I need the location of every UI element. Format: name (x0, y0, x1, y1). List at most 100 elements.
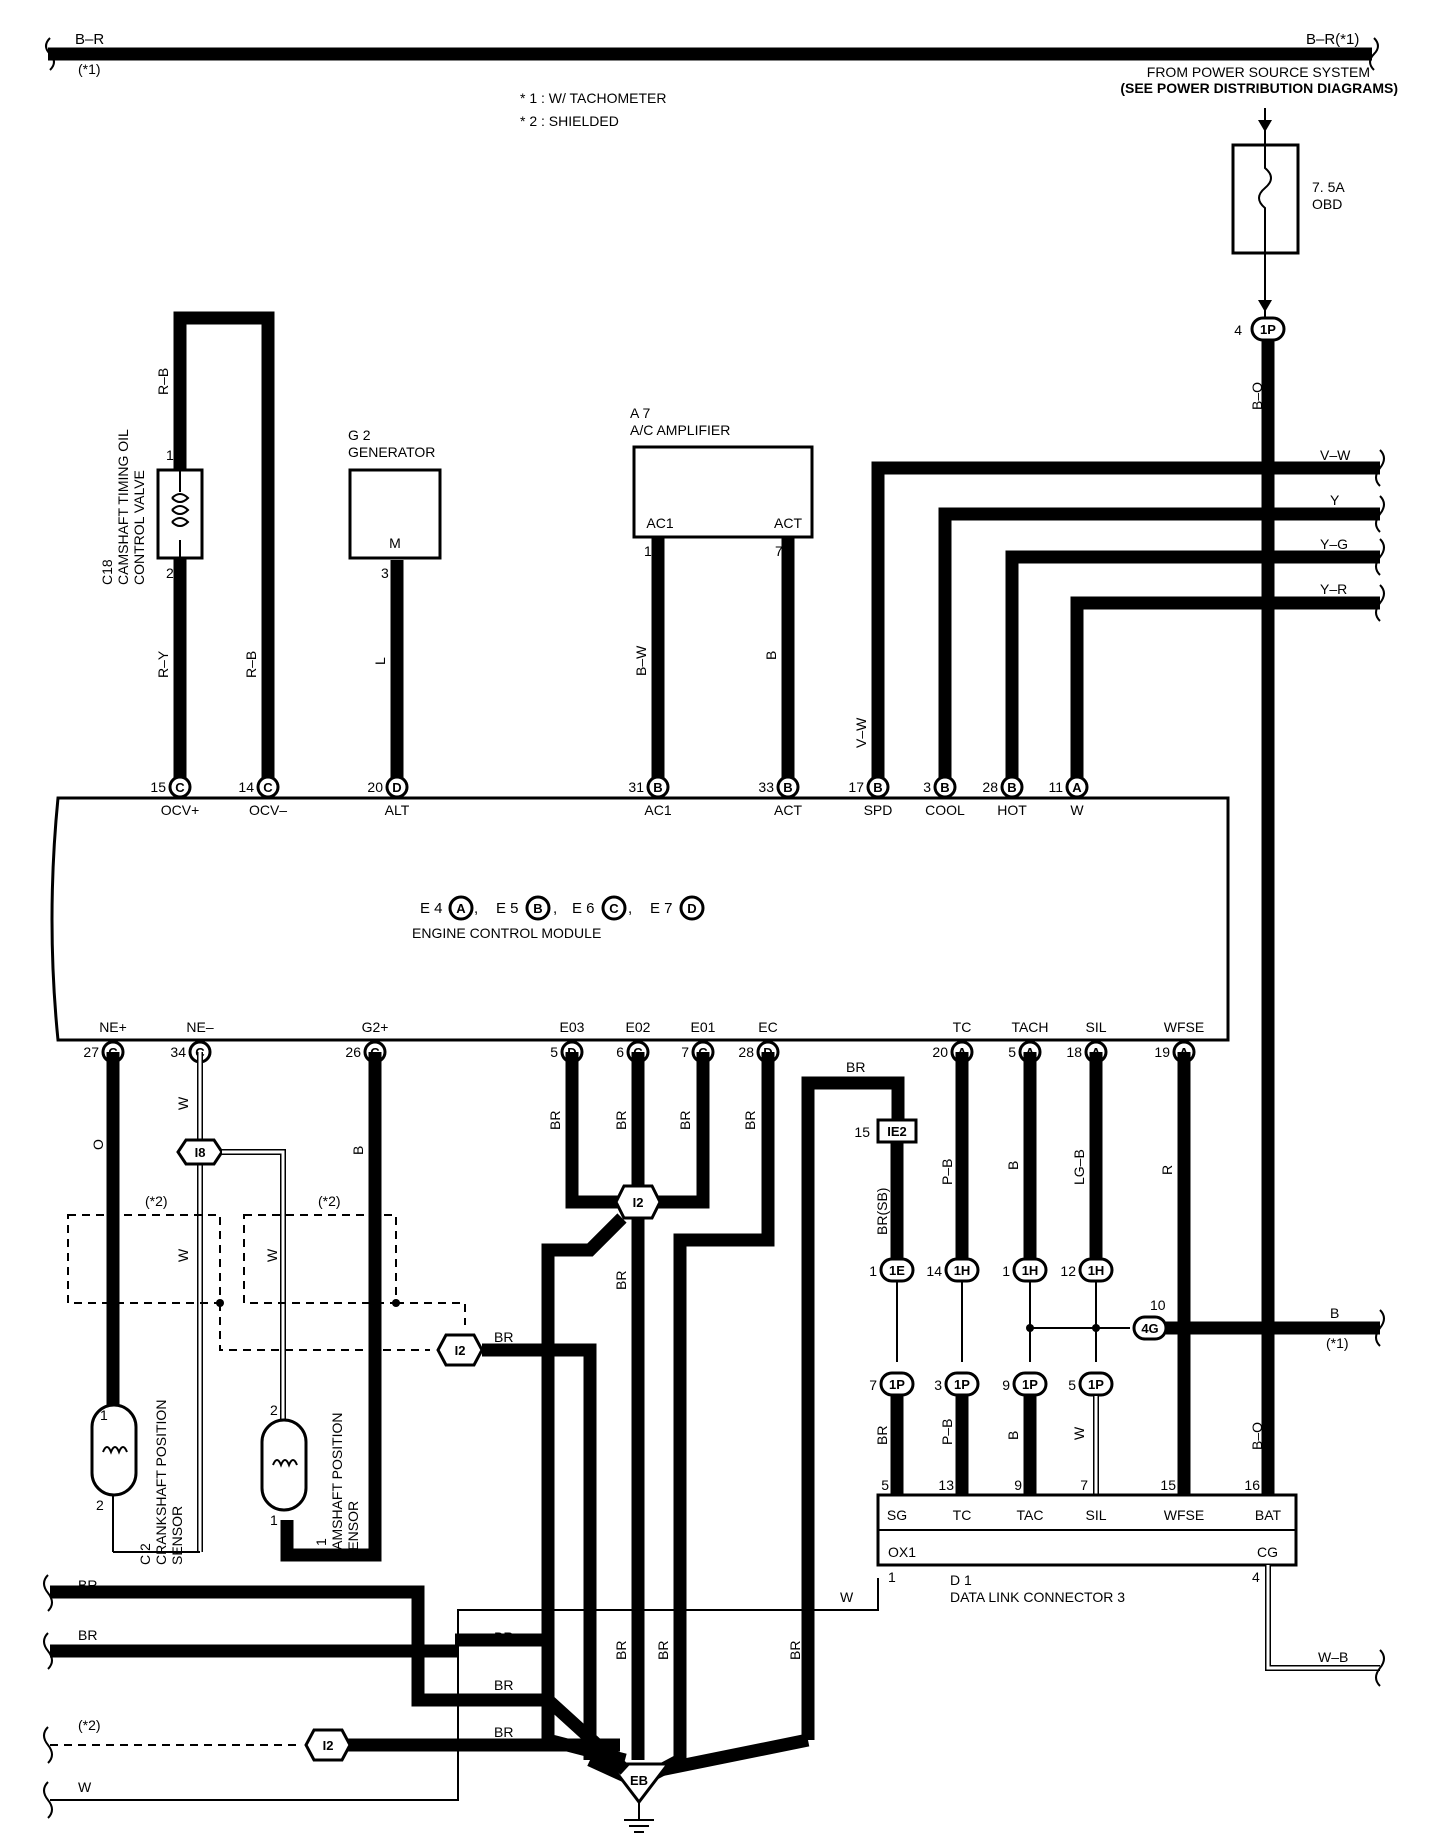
svg-text:1: 1 (270, 1512, 278, 1528)
svg-text:DATA LINK CONNECTOR 3: DATA LINK CONNECTOR 3 (950, 1589, 1125, 1605)
dlc-pin-sg: SG 5 (881, 1477, 907, 1523)
pin-number: 5 (1008, 1044, 1016, 1060)
svg-text:ACT: ACT (774, 515, 802, 531)
svg-text:W: W (840, 1589, 854, 1605)
svg-text:BR: BR (494, 1677, 513, 1693)
svg-text:2: 2 (96, 1497, 104, 1513)
svg-text:W: W (264, 1248, 280, 1262)
dlc-pin-label: WFSE (1164, 1507, 1204, 1523)
svg-text:I8: I8 (195, 1145, 206, 1160)
svg-text:B–W: B–W (633, 645, 649, 676)
svg-text:CG: CG (1257, 1544, 1278, 1560)
note-2: * 2 : SHIELDED (520, 113, 619, 129)
svg-text:Y: Y (1330, 492, 1340, 508)
svg-text:CAMSHAFT TIMING OIL: CAMSHAFT TIMING OIL (115, 429, 131, 585)
pin-number: 15 (150, 779, 166, 795)
pin-number: 34 (170, 1044, 186, 1060)
mid-connector-row2: 1P9 (1002, 1371, 1048, 1397)
pin-label: OCV+ (161, 802, 200, 818)
dlc-pin-wfse: WFSE 15 (1160, 1477, 1204, 1523)
svg-text:BR: BR (494, 1329, 513, 1345)
pin-number: 17 (848, 779, 864, 795)
svg-text:2: 2 (270, 1402, 278, 1418)
svg-text:V–W: V–W (1320, 447, 1351, 463)
svg-text:SENSOR: SENSOR (345, 1501, 361, 1560)
svg-text:A: A (456, 901, 466, 916)
pin-label: E03 (560, 1019, 585, 1035)
svg-text:B: B (350, 1146, 366, 1155)
svg-text:,: , (474, 900, 478, 917)
connector-number: 14 (926, 1263, 942, 1279)
connector-label: 1P (954, 1377, 970, 1392)
pin-label: NE+ (99, 1019, 127, 1035)
svg-text:BR: BR (613, 1271, 629, 1290)
mid-connector-row2: 1P7 (869, 1371, 915, 1397)
pin-label: HOT (997, 802, 1027, 818)
svg-text:10: 10 (1150, 1297, 1166, 1313)
pin-number: 28 (982, 779, 998, 795)
pin-connector-letter: C (175, 780, 185, 795)
svg-text:P–B: P–B (939, 1419, 955, 1445)
svg-text:4: 4 (1252, 1569, 1260, 1585)
svg-text:I2: I2 (323, 1738, 334, 1753)
svg-text:BR: BR (613, 1111, 629, 1130)
bus-left-note: (*1) (78, 61, 101, 77)
connector-number: 1 (869, 1263, 877, 1279)
pin-label: ACT (774, 802, 802, 818)
pin-label: SIL (1085, 1019, 1106, 1035)
pin-connector-letter: B (940, 780, 949, 795)
svg-text:CAMSHAFT POSITION: CAMSHAFT POSITION (329, 1412, 345, 1560)
svg-text:CRANKSHAFT POSITION: CRANKSHAFT POSITION (153, 1400, 169, 1565)
svg-text:(*2): (*2) (78, 1717, 101, 1733)
note-1: * 1 : W/ TACHOMETER (520, 90, 667, 106)
svg-text:C 1: C 1 (313, 1538, 329, 1560)
pin-label: AC1 (644, 802, 671, 818)
power-source-line1: FROM POWER SOURCE SYSTEM (1147, 64, 1370, 80)
svg-text:7: 7 (775, 543, 783, 559)
svg-text:W–B: W–B (1318, 1649, 1348, 1665)
bus-left-label: B–R (75, 31, 104, 48)
pin-number: 6 (616, 1044, 624, 1060)
svg-text:4G: 4G (1141, 1321, 1158, 1336)
svg-text:B: B (1005, 1431, 1021, 1440)
ground-wiring: BR BR BR BR I2 BR BR BR BR BR EB (455, 1052, 905, 1833)
pin-label: OCV– (249, 802, 287, 818)
svg-text:(*2): (*2) (318, 1193, 341, 1209)
dlc-pin-label: TAC (1017, 1507, 1044, 1523)
svg-text:G 2: G 2 (348, 427, 371, 443)
svg-text:R: R (1159, 1165, 1175, 1175)
svg-text:D: D (687, 901, 696, 916)
svg-text:D 1: D 1 (950, 1572, 972, 1588)
svg-text:B: B (1005, 1161, 1021, 1170)
svg-text:C18: C18 (99, 559, 115, 585)
ecm-top-pins: C15OCV+C14OCV–D20ALTB31AC1B33ACTB17SPDB3… (150, 775, 1089, 818)
dlc-pin-number: 15 (1160, 1477, 1176, 1493)
pin-connector-letter: B (1007, 780, 1016, 795)
svg-text:4: 4 (1234, 322, 1242, 338)
pin-label: EC (758, 1019, 777, 1035)
engine-control-module: E 4 A , E 5 B , E 6 C , E 7 D ENGINE CON… (50, 796, 1230, 1042)
connector-label: 1P (1088, 1377, 1104, 1392)
svg-text:SENSOR: SENSOR (169, 1506, 185, 1565)
dlc-pin-number: 5 (881, 1477, 889, 1493)
pin-number: 26 (345, 1044, 361, 1060)
connector-number: 9 (1002, 1377, 1010, 1393)
right-top-wires: V–W V–W Y Y–G Y–R (853, 447, 1385, 785)
pin-label: TACH (1011, 1019, 1048, 1035)
svg-text:W: W (1071, 1426, 1087, 1440)
svg-text:R–B: R–B (243, 651, 259, 678)
svg-text:2: 2 (166, 565, 174, 581)
dlc-pin-number: 7 (1080, 1477, 1088, 1493)
pin-label: SPD (864, 802, 893, 818)
fuse-rating: 7. 5A (1312, 179, 1345, 195)
svg-text:R–Y: R–Y (155, 650, 171, 678)
dlc-pin-label: SG (887, 1507, 907, 1523)
pin-label: WFSE (1164, 1019, 1204, 1035)
